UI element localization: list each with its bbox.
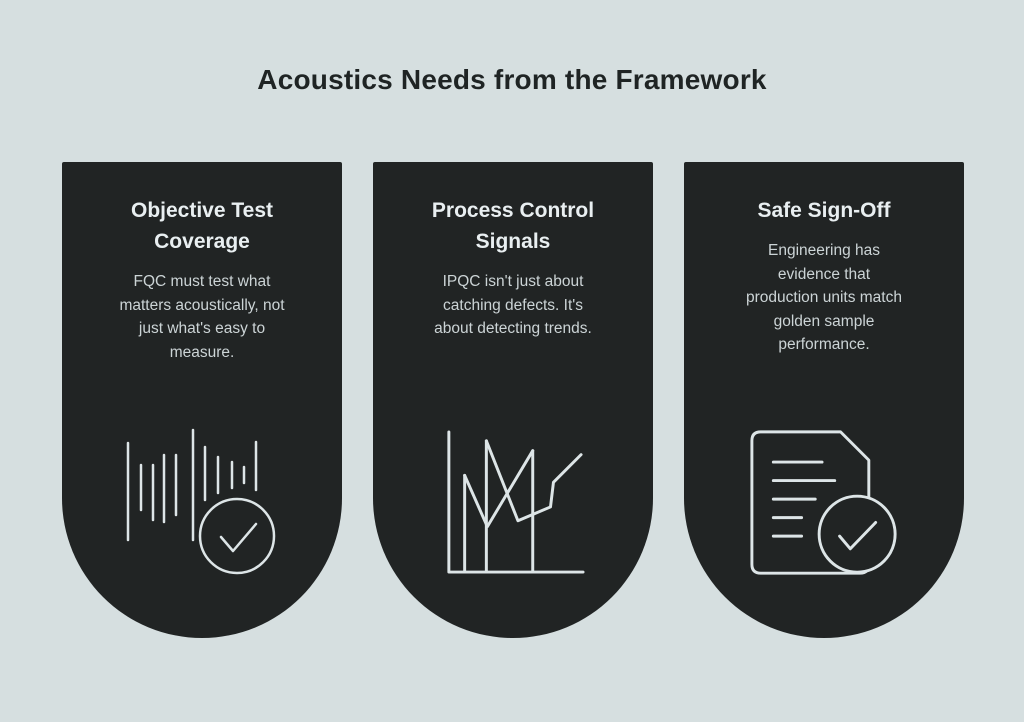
- card-title: Objective Test Coverage: [131, 199, 273, 253]
- checkmark-icon: [838, 521, 878, 551]
- checkmark-icon: [219, 522, 258, 553]
- card-safe-sign-off: Safe Sign-Off Engineering has evidence t…: [684, 162, 964, 638]
- waveform-bars: [126, 428, 258, 542]
- check-circle: [817, 494, 897, 574]
- chart-series-2: [484, 439, 583, 523]
- card-body: Engineering has evidence that production…: [746, 242, 902, 353]
- card-title: Process Control Signals: [431, 199, 595, 253]
- card-body: FQC must test what matters acoustically,…: [119, 273, 285, 361]
- document-check-icon: [748, 428, 900, 578]
- document-text-lines: [771, 460, 837, 538]
- card-title: Safe Sign-Off: [757, 199, 891, 222]
- card-objective-test-coverage: Objective Test Coverage FQC must test wh…: [62, 162, 342, 638]
- card-body: IPQC isn't just about catching defects. …: [434, 273, 592, 337]
- cards-container: Objective Test Coverage FQC must test wh…: [62, 162, 964, 638]
- chart-axes: [447, 430, 585, 574]
- chart-series-1: [463, 449, 535, 529]
- page-title: Acoustics Needs from the Framework: [257, 64, 767, 95]
- check-circle: [198, 497, 276, 575]
- card-process-control-signals: Process Control Signals IPQC isn't just …: [373, 162, 653, 638]
- chart-stems: [463, 439, 535, 574]
- line-chart-icon: [439, 428, 587, 576]
- waveform-check-icon: [126, 428, 278, 578]
